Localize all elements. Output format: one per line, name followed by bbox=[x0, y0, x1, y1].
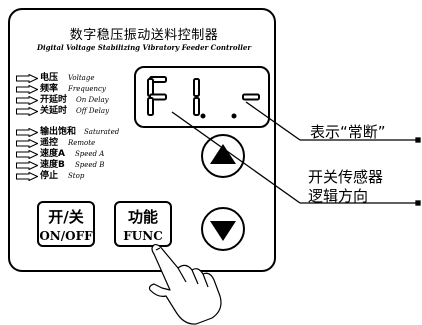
seven-segment-display bbox=[134, 66, 270, 128]
down-triangle-icon bbox=[210, 221, 236, 241]
callout-normally-off: 表示“常断” bbox=[310, 123, 386, 141]
func-button[interactable]: 功能 FUNC bbox=[114, 201, 172, 247]
display-digit bbox=[242, 93, 260, 101]
indicator-label-en: Saturated bbox=[84, 128, 120, 136]
arrow-right-icon bbox=[16, 128, 38, 137]
display-digits bbox=[147, 76, 260, 119]
indicator-label-cn: 输出饱和 bbox=[40, 127, 77, 137]
up-triangle-icon bbox=[210, 144, 236, 164]
on-off-label-cn: 开/关 bbox=[48, 208, 84, 226]
indicator-label-en: Speed B bbox=[75, 161, 105, 169]
segment-b bbox=[193, 78, 200, 97]
arrow-right-icon bbox=[16, 107, 38, 116]
indicator-label-en: Remote bbox=[68, 139, 96, 147]
func-label-en: FUNC bbox=[123, 229, 163, 243]
segment-e bbox=[147, 97, 154, 116]
indicator-label-cn: 关延时 bbox=[40, 106, 68, 116]
indicator-label-en: On Delay bbox=[76, 96, 109, 104]
indicator-label-cn: 电压 bbox=[40, 73, 59, 83]
on-off-button[interactable]: 开/关 ON/OFF bbox=[37, 201, 95, 247]
indicator-label-cn: 频率 bbox=[40, 84, 59, 94]
up-button[interactable] bbox=[201, 134, 245, 178]
display-digit bbox=[147, 76, 167, 116]
arrow-right-icon bbox=[16, 150, 38, 159]
arrow-right-icon bbox=[16, 172, 38, 181]
display-digit bbox=[231, 113, 237, 119]
decimal-point bbox=[200, 113, 206, 119]
segment-f bbox=[147, 78, 154, 97]
panel-title-en: Digital Voltage Stabilizing Vibratory Fe… bbox=[36, 43, 252, 52]
indicator-label-en: Voltage bbox=[68, 74, 95, 82]
controller-panel: 数字稳压振动送料控制器 Digital Voltage Stabilizing … bbox=[8, 8, 276, 272]
decimal-point bbox=[231, 113, 237, 119]
callout-switch-sensor-line1: 开关传感器 bbox=[308, 168, 384, 186]
indicator-label-cn: 遥控 bbox=[40, 138, 59, 148]
arrow-right-icon bbox=[16, 85, 38, 94]
indicator-label-en: Speed A bbox=[75, 150, 105, 158]
indicator-label-en: Frequency bbox=[68, 85, 106, 93]
display-digit bbox=[193, 78, 206, 119]
segment-g bbox=[242, 93, 260, 101]
arrow-right-icon bbox=[16, 139, 38, 148]
indicator-label-cn: 速度B bbox=[40, 160, 65, 170]
callout-switch-sensor-line2: 逻辑方向 bbox=[308, 187, 369, 205]
arrow-right-icon bbox=[16, 74, 38, 83]
indicator-label-en: Stop bbox=[68, 172, 85, 180]
indicator-label-cn: 停止 bbox=[40, 171, 59, 181]
indicator-label-en: Off Delay bbox=[76, 107, 110, 115]
indicator-label-cn: 开延时 bbox=[40, 95, 68, 105]
arrow-right-icon bbox=[16, 161, 38, 170]
segment-c bbox=[193, 97, 200, 116]
arrow-right-icon bbox=[16, 96, 38, 105]
panel-title-cn: 数字稳压振动送料控制器 bbox=[69, 28, 219, 43]
indicator-label-cn: 速度A bbox=[40, 149, 65, 159]
func-label-cn: 功能 bbox=[127, 208, 158, 226]
on-off-label-en: ON/OFF bbox=[39, 229, 93, 243]
down-button[interactable] bbox=[201, 207, 245, 251]
